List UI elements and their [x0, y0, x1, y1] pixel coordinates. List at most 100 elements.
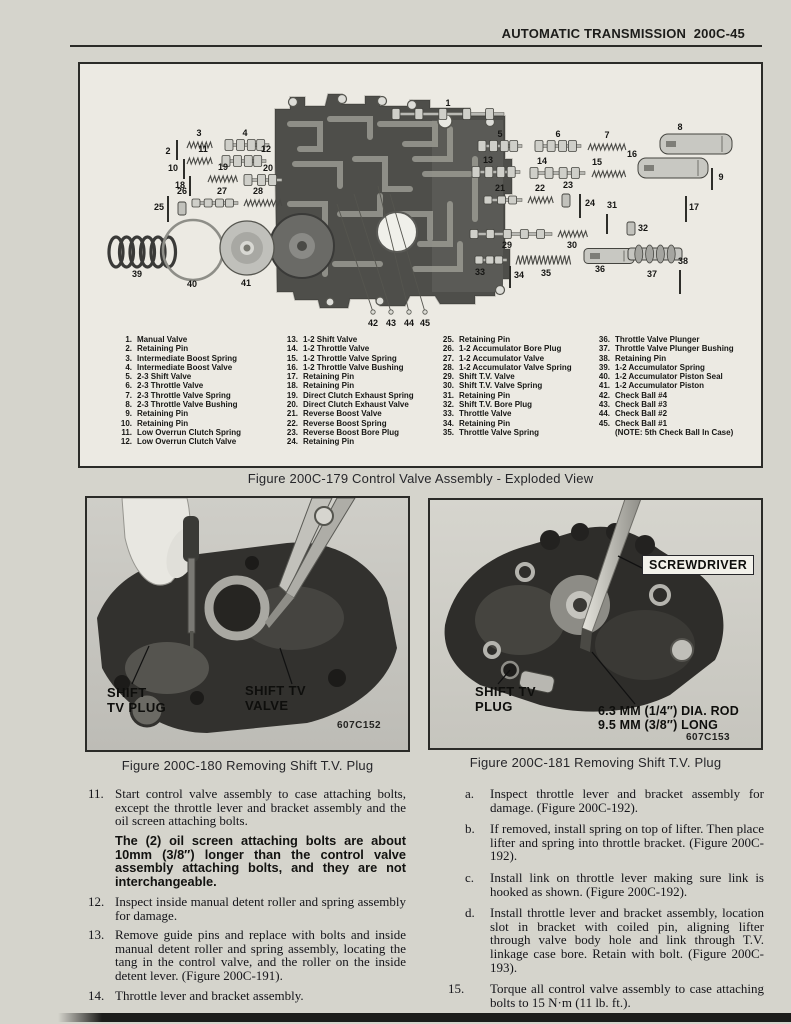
part-number: 2. — [125, 344, 132, 354]
part-number: 17. — [286, 372, 298, 382]
instruction-item: a.Inspect throttle lever and bracket ass… — [448, 787, 764, 814]
caption-figure-181: Figure 200C-181 Removing Shift T.V. Plug — [469, 755, 722, 770]
part-callout-36: 36 — [583, 248, 635, 274]
part-number: 33. — [442, 409, 454, 419]
part-name: Intermediate Boost Valve — [137, 362, 233, 372]
part-name: Shift T.V. Bore Plug — [459, 400, 533, 410]
part-callout-20: 20 — [243, 163, 283, 186]
part-callout-13: 13 — [471, 155, 521, 178]
part-number: 19. — [286, 390, 298, 400]
part-name: Retaining Pin — [137, 409, 189, 419]
part-number: 13. — [286, 335, 298, 344]
part-callout-41: 41 — [219, 220, 275, 288]
part-callout-40: 40 — [161, 218, 225, 289]
label-screwdriver: SCREWDRIVER — [642, 555, 755, 575]
instructions-right-column: a.Inspect throttle lever and bracket ass… — [448, 787, 764, 1017]
part-callout-33: 33 — [474, 255, 508, 277]
part-name: Low Overrun Clutch Spring — [137, 427, 242, 437]
part-callout-22: 22 — [527, 183, 554, 205]
part-number: 37. — [598, 344, 610, 354]
label-rod-size: 6.3 MM (1/4″) DIA. ROD 9.5 MM (3/8″) LON… — [598, 704, 739, 732]
part-name: Reverse Boost Valve — [303, 409, 382, 419]
callout-number: 34 — [514, 270, 524, 280]
part-callout-37: 37 — [627, 244, 683, 279]
callout-number: 12 — [261, 144, 271, 154]
part-number: 30. — [442, 381, 454, 391]
header-rule — [70, 45, 762, 47]
callout-number: 4 — [242, 128, 247, 138]
part-number: 44. — [598, 409, 610, 419]
callout-number: 40 — [187, 279, 197, 289]
part-number: 41. — [598, 381, 610, 391]
part-callout-17: 17 — [685, 196, 699, 222]
instruction-text: Start control valve assembly to case att… — [115, 786, 406, 829]
part-number: 38. — [598, 353, 610, 363]
part-number — [588, 428, 610, 437]
part-number: 32. — [442, 400, 454, 410]
part-name: Check Ball #3 — [615, 400, 668, 410]
part-name: Reverse Boost Spring — [303, 418, 387, 428]
part-name: Retaining Pin — [459, 335, 511, 344]
part-name: Intermediate Boost Spring — [137, 353, 238, 363]
leader-lines — [497, 555, 643, 705]
part-number: 15. — [286, 353, 298, 363]
callout-number: 19 — [218, 162, 228, 172]
part-number: 5. — [125, 372, 132, 382]
callout-number: 35 — [541, 268, 551, 278]
part-callout-31: 31 — [606, 200, 617, 234]
part-callout-19: 19 — [207, 162, 238, 184]
part-name: Retaining Pin — [459, 390, 511, 400]
part-name: 1-2 Throttle Valve Bushing — [303, 362, 404, 372]
part-name: Retaining Pin — [303, 437, 355, 447]
leader-lines — [131, 645, 293, 685]
part-callout-16: 16 — [627, 149, 709, 179]
part-name: Retaining Pin — [459, 418, 511, 428]
part-callout-2: 2 — [165, 140, 178, 160]
caption-figure-180: Figure 200C-180 Removing Shift T.V. Plug — [121, 758, 374, 773]
callout-number: 18 — [175, 180, 185, 190]
part-name: Throttle Valve Plunger Bushing — [615, 344, 734, 354]
part-number: 43. — [598, 400, 610, 410]
part-callout-7: 7 — [587, 130, 627, 152]
callout-number: 13 — [483, 155, 493, 165]
instruction-item: 14.Throttle lever and bracket assembly. — [88, 988, 406, 1003]
part-callout-4: 4 — [224, 128, 270, 151]
part-callout-35: 35 — [515, 255, 572, 278]
callout-number: 36 — [595, 264, 605, 274]
part-name: 1-2 Accumulator Valve Spring — [459, 362, 572, 372]
part-number: 12. — [120, 437, 132, 447]
screwdriver — [183, 516, 199, 655]
callout-number: 22 — [535, 183, 545, 193]
part-number: 31. — [442, 390, 454, 400]
part-callout-15: 15 — [591, 157, 627, 179]
screwdriver — [580, 500, 642, 652]
part-callout-34: 34 — [509, 266, 524, 288]
instruction-text: Install link on throttle lever making su… — [490, 869, 764, 899]
part-callout-32: 32 — [626, 221, 648, 236]
part-number: 4. — [125, 362, 132, 372]
part-callout-43: 43 — [353, 193, 396, 328]
part-callout-23: 23 — [561, 180, 573, 208]
part-name: Shift T.V. Valve — [459, 372, 515, 382]
part-callout-44: 44 — [377, 185, 414, 328]
label-shift-tv-plug: SHIFT TV PLUG — [107, 685, 167, 715]
callout-number: 41 — [241, 278, 251, 288]
part-callout-45: 45 — [389, 193, 430, 328]
callout-number: 42 — [368, 318, 378, 328]
part-callout-27: 27 — [191, 186, 239, 208]
callout-number: 27 — [217, 186, 227, 196]
part-name: Retaining Pin — [303, 372, 355, 382]
callout-number: 45 — [420, 318, 430, 328]
part-number: 16. — [286, 362, 298, 372]
part-callout-29: 29 — [469, 229, 553, 250]
instruction-item: 11.Start control valve assembly to case … — [88, 787, 406, 828]
part-name: 1-2 Shift Valve — [303, 335, 358, 344]
callout-number: 8 — [677, 122, 682, 132]
part-number: 7. — [125, 390, 132, 400]
part-callout-5: 5 — [477, 129, 523, 152]
instruction-text: Inspect throttle lever and bracket assem… — [490, 786, 764, 815]
part-name: Retaining Pin — [137, 418, 189, 428]
part-name: Check Ball #1 — [615, 418, 668, 428]
